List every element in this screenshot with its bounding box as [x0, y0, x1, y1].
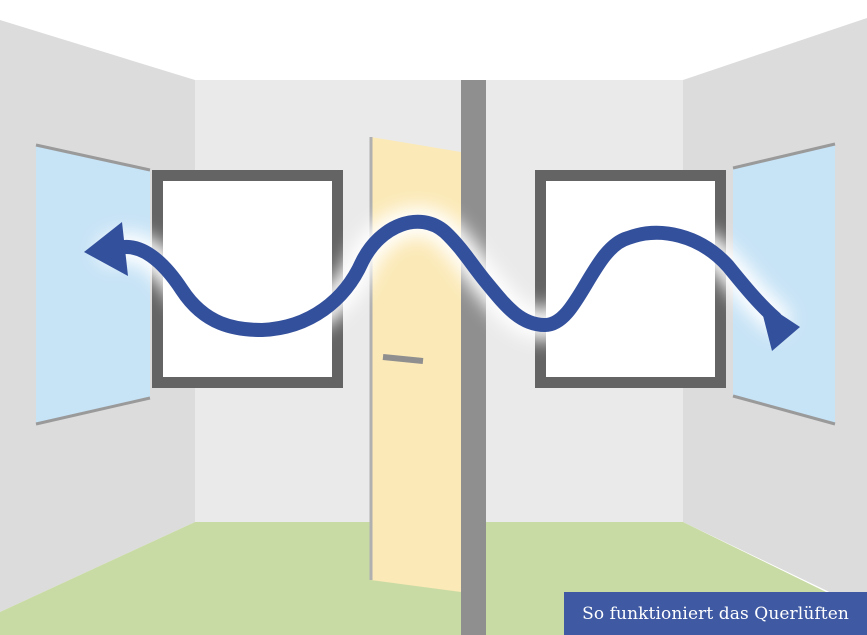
right-window-glass — [546, 181, 715, 377]
right-sash-top-edge — [732, 142, 836, 170]
caption-label: So funktioniert das Querlüften — [564, 592, 867, 635]
airflow-arrow — [84, 206, 800, 351]
left-sash-bottom-edge — [35, 396, 151, 426]
left-open-window-sash — [36, 145, 150, 424]
partition-wall — [461, 80, 486, 635]
right-open-window-sash — [733, 144, 835, 424]
door-handle — [382, 354, 424, 364]
arrow-head-left — [84, 222, 128, 276]
right-sash-bottom-edge — [732, 394, 836, 426]
door — [371, 137, 461, 592]
arrow-head-right — [759, 300, 800, 351]
left-sash-top-edge — [35, 143, 151, 172]
